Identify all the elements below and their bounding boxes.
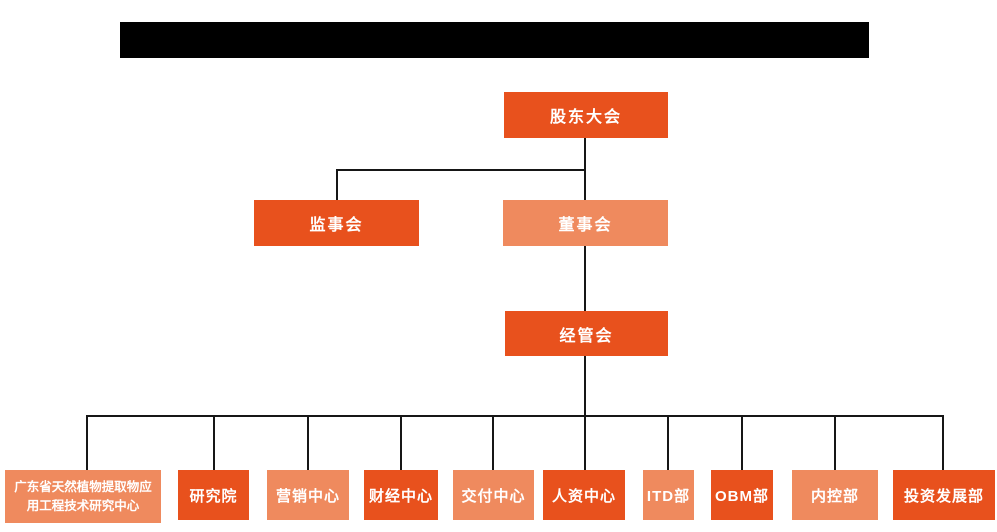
connector-drop-2	[213, 415, 215, 470]
node-dept-finance-center: 财经中心	[364, 470, 438, 520]
node-label: 人资中心	[551, 487, 616, 505]
node-shareholders-meeting: 股东大会	[504, 92, 668, 138]
connector-bus-horizontal	[86, 415, 944, 417]
connector-drop-8	[741, 415, 743, 470]
node-label: 股东大会	[549, 109, 622, 126]
node-management-committee: 经管会	[505, 311, 668, 356]
redacted-title-bar	[120, 22, 869, 58]
connector-drop-3	[307, 415, 309, 470]
connector-drop-6	[584, 415, 586, 470]
connector-to-supervisory	[336, 169, 338, 200]
connector-drop-5	[492, 415, 494, 470]
node-dept-hr-center: 人资中心	[543, 470, 625, 520]
node-label: 投资发展部	[903, 487, 984, 505]
node-label: 交付中心	[461, 487, 526, 505]
node-dept-investment-development: 投资发展部	[893, 470, 995, 520]
connector-drop-7	[667, 415, 669, 470]
node-label: 内控部	[810, 487, 859, 505]
node-label: 董事会	[558, 217, 613, 234]
connector-drop-10	[942, 415, 944, 470]
node-dept-internal-control: 内控部	[792, 470, 878, 520]
node-dept-marketing-center: 营销中心	[267, 470, 349, 520]
connector-drop-1	[86, 415, 88, 470]
connector-branch-horizontal	[336, 169, 586, 171]
connector-drop-4	[400, 415, 402, 470]
connector-to-board	[584, 169, 586, 200]
node-label: 经管会	[559, 327, 614, 345]
node-dept-research-institute: 研究院	[178, 470, 249, 520]
connector-shareholders-down	[584, 138, 586, 170]
node-label: 营销中心	[275, 487, 340, 505]
connector-board-to-management	[584, 246, 586, 311]
node-supervisory-board: 监事会	[254, 200, 419, 246]
node-label: ITD部	[646, 487, 691, 505]
node-board-of-directors: 董事会	[503, 200, 668, 246]
node-dept-obm: OBM部	[711, 470, 773, 520]
node-label: OBM部	[715, 487, 769, 505]
node-label: 财经中心	[368, 487, 433, 505]
node-label: 监事会	[309, 217, 364, 234]
connector-drop-9	[834, 415, 836, 470]
node-dept-research-center: 广东省天然植物提取物应用工程技术研究中心	[5, 470, 161, 523]
node-label: 研究院	[189, 487, 238, 505]
node-label: 广东省天然植物提取物应用工程技术研究中心	[14, 480, 152, 513]
connector-management-down	[584, 356, 586, 416]
node-dept-delivery-center: 交付中心	[453, 470, 534, 520]
node-dept-itd: ITD部	[643, 470, 694, 520]
